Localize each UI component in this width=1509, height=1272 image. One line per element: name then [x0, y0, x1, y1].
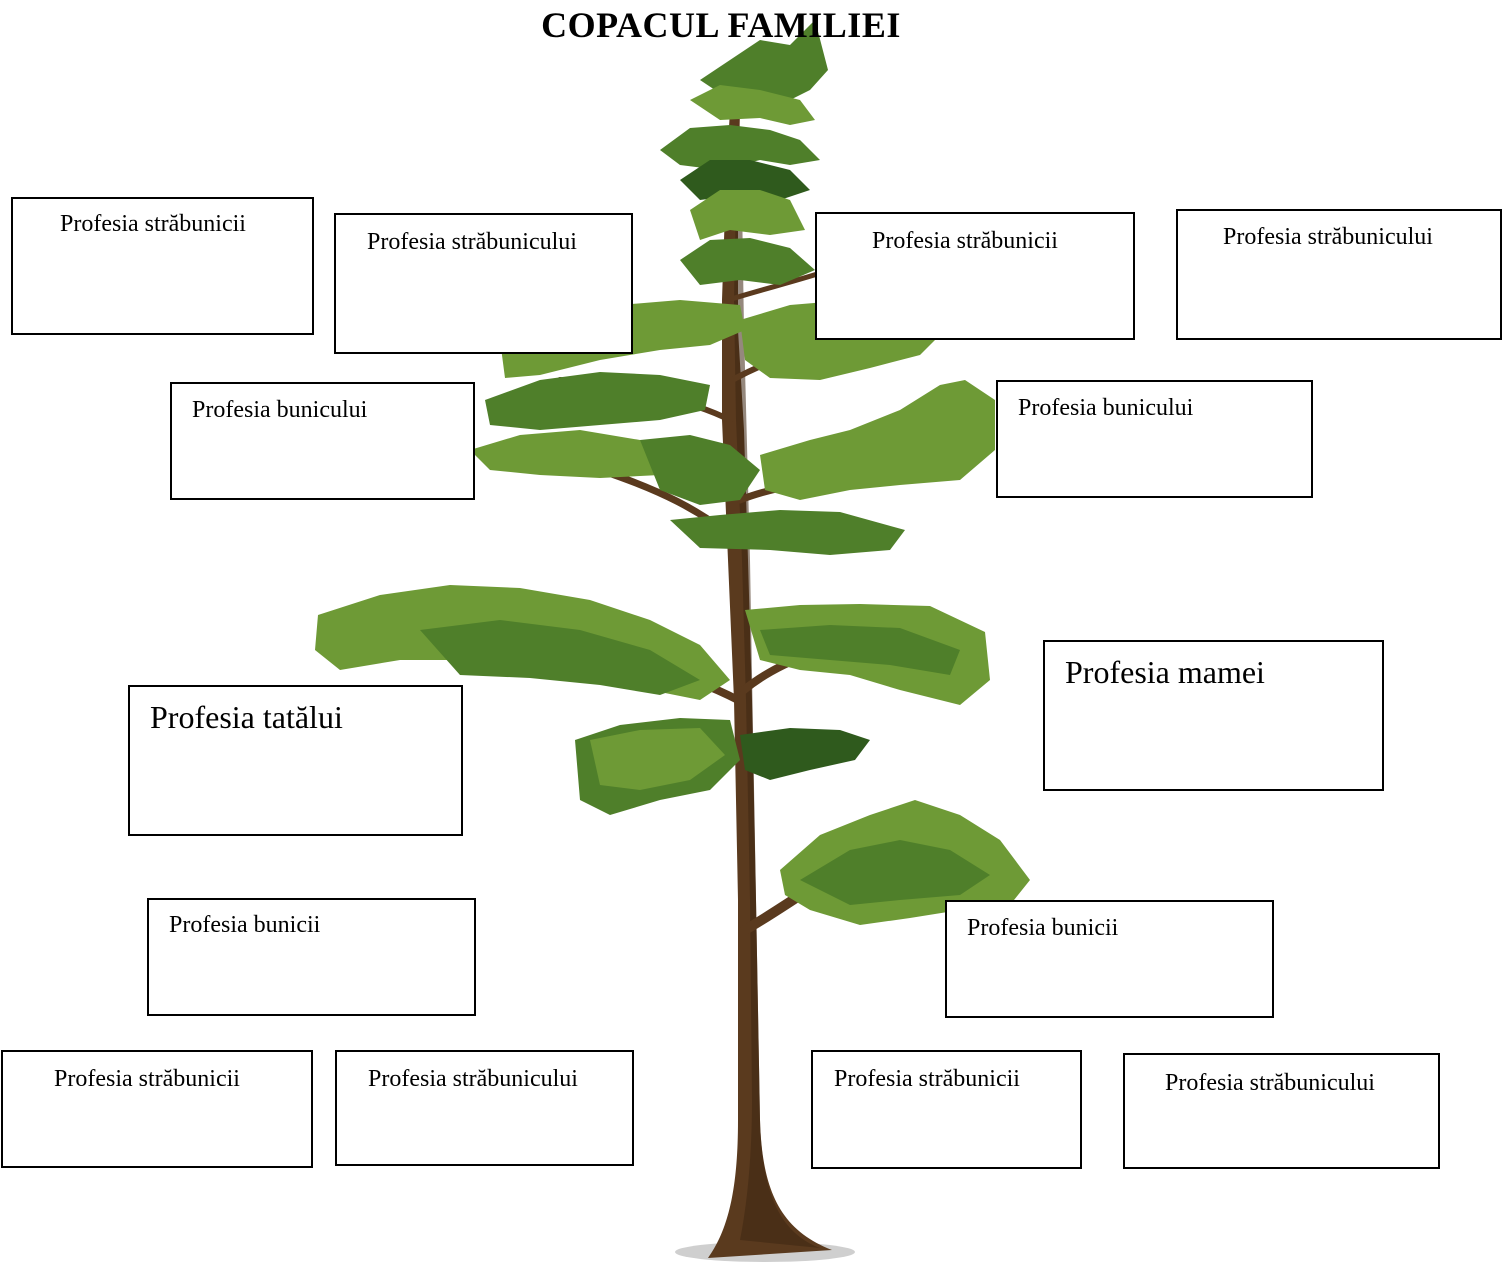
box-label: Profesia străbunicii — [872, 228, 1058, 254]
box-label: Profesia străbunicului — [1165, 1070, 1375, 1096]
great-grandfather-box[interactable]: Profesia străbunicului — [1123, 1053, 1440, 1169]
page-title: COPACUL FAMILIEI — [541, 5, 901, 45]
great-grandfather-box[interactable]: Profesia străbunicului — [334, 213, 633, 354]
great-grandmother-box[interactable]: Profesia străbunicii — [811, 1050, 1082, 1169]
box-label: Profesia străbunicii — [60, 211, 246, 237]
box-label: Profesia străbunicului — [1223, 224, 1433, 250]
box-label: Profesia bunicului — [1018, 395, 1194, 421]
father-box[interactable]: Profesia tatălui — [128, 685, 463, 836]
tree-foliage — [315, 20, 1030, 925]
box-label: Profesia străbunicului — [367, 229, 577, 255]
grandmother-box[interactable]: Profesia bunicii — [945, 900, 1274, 1018]
box-label: Profesia bunicii — [967, 915, 1119, 941]
mother-box[interactable]: Profesia mamei — [1043, 640, 1384, 791]
box-label: Profesia tatălui — [150, 699, 343, 735]
box-label: Profesia străbunicii — [834, 1066, 1020, 1092]
great-grandfather-box[interactable]: Profesia străbunicului — [335, 1050, 634, 1166]
grandfather-box[interactable]: Profesia bunicului — [996, 380, 1313, 498]
box-label: Profesia bunicului — [192, 397, 368, 423]
box-label: Profesia mamei — [1065, 654, 1265, 690]
box-label: Profesia bunicii — [169, 912, 321, 938]
great-grandmother-box[interactable]: Profesia străbunicii — [815, 212, 1135, 340]
box-label: Profesia străbunicii — [54, 1066, 240, 1092]
box-label: Profesia străbunicului — [368, 1066, 578, 1092]
grandmother-box[interactable]: Profesia bunicii — [147, 898, 476, 1016]
great-grandmother-box[interactable]: Profesia străbunicii — [1, 1050, 313, 1168]
great-grandfather-box[interactable]: Profesia străbunicului — [1176, 209, 1502, 340]
tree-trunk-shade — [734, 200, 820, 1248]
great-grandmother-box[interactable]: Profesia străbunicii — [11, 197, 314, 335]
grandfather-box[interactable]: Profesia bunicului — [170, 382, 475, 500]
